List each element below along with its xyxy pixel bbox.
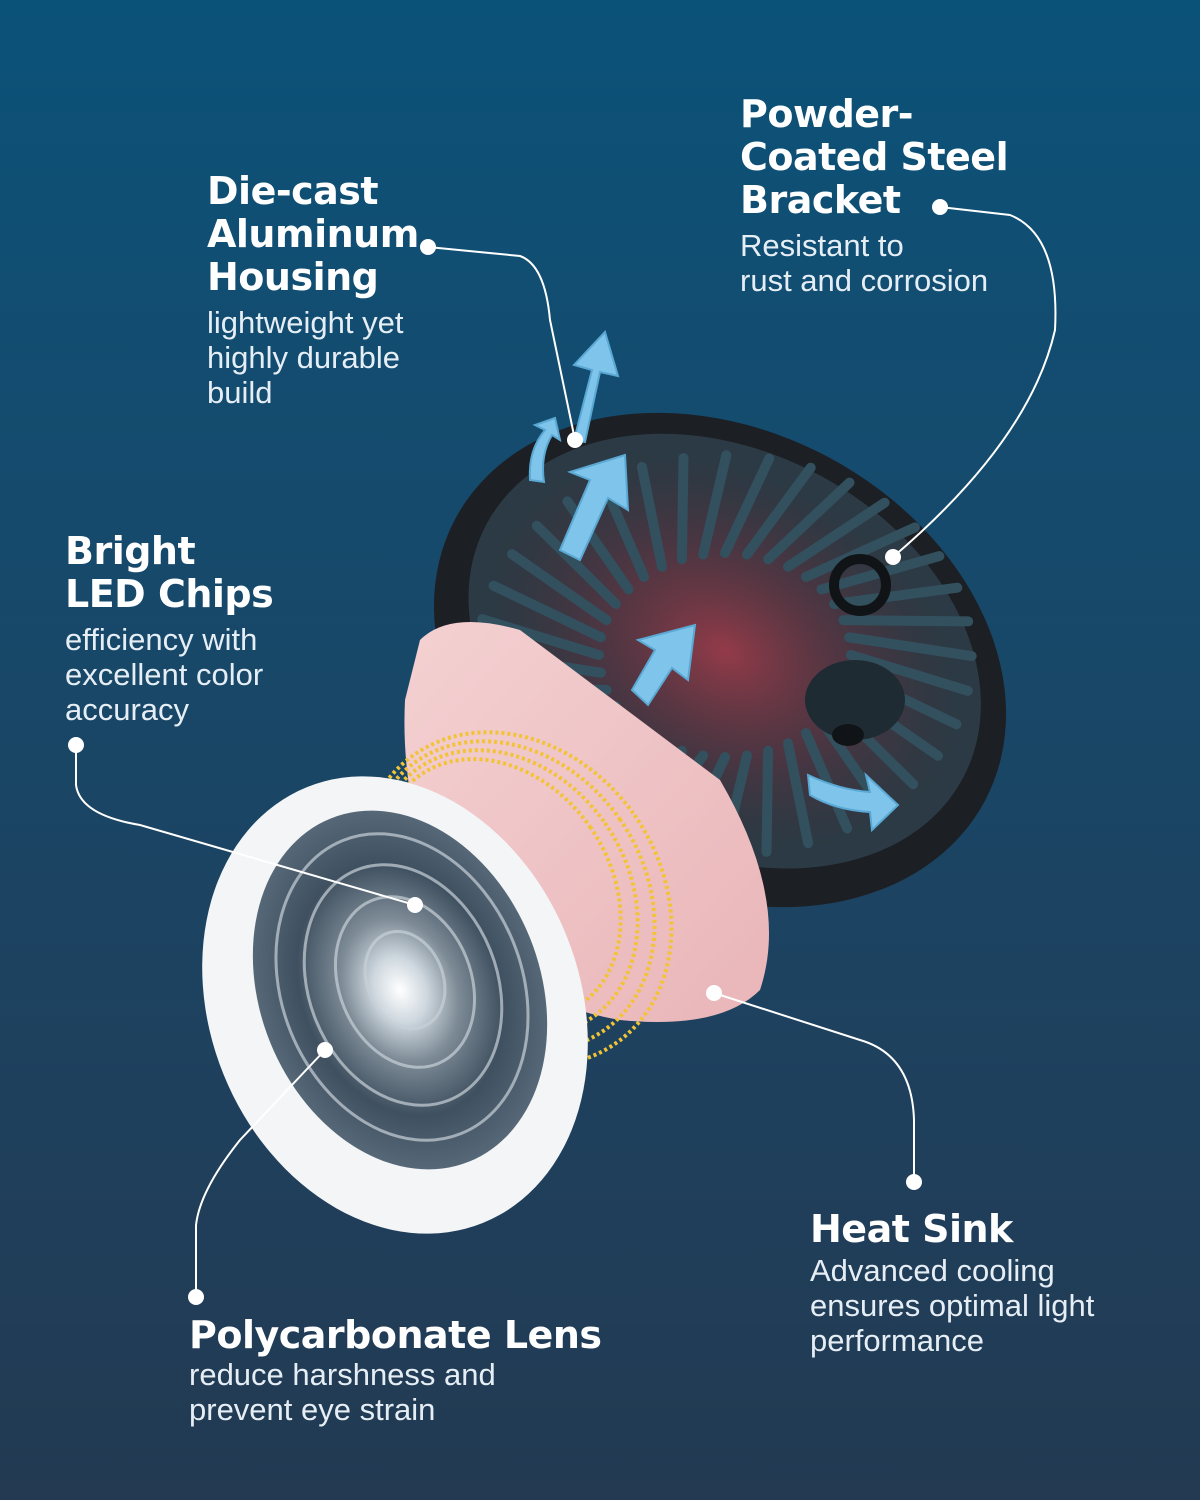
bracket-desc-line: Resistant to [740,228,904,263]
housing-leader-line [427,246,576,441]
housing-callout: Die-cast Aluminum Housing lightweight ye… [207,170,419,411]
airflow-arrow-icon [558,453,630,562]
heat-fin [801,522,920,582]
led-desc-line: excellent color [65,657,264,692]
heat-fin [676,453,689,565]
heatsink-title-line: Heat Sink [810,1207,1013,1251]
airflow-arrow-icon [630,623,697,707]
housing-title-line: Housing [207,255,379,299]
lens-desc-line: prevent eye strain [189,1392,436,1427]
heat-fin [698,450,732,560]
leader-dots [68,199,948,1305]
housing-desc-line: highly durable [207,340,401,375]
lens-callout: Polycarbonate Lens reduce harshness and … [189,1314,602,1428]
led-callout: Bright LED Chips efficiency with excelle… [65,529,274,728]
heatsink-leader-line [713,992,915,1182]
led-leader-line [75,745,416,906]
heat-fin [801,728,853,834]
lens-desc-line: reduce harshness and [189,1357,496,1392]
bracket-title-line: Bracket [740,178,901,222]
heatsink-description: Advanced cooling ensures optimal light p… [810,1253,1094,1358]
bracket-callout: Powder- Coated Steel Bracket Resistant t… [740,92,1009,299]
bracket-title-line: Coated Steel [740,135,1009,179]
bracket-leader-line [892,206,1057,558]
housing-title-line: Aluminum [207,212,419,256]
led-desc-line: efficiency with [65,622,258,657]
lens-leader-line [195,1049,326,1297]
heat-fin [829,582,963,609]
heat-fin [846,650,973,696]
led-description: efficiency with excellent color accuracy [65,622,273,727]
heat-fin [720,453,775,558]
led-desc-line: accuracy [65,692,190,727]
bracket-description: Resistant to rust and corrosion [740,228,1008,298]
lens-title: Polycarbonate Lens [189,1314,602,1357]
housing-desc-line: lightweight yet [207,305,404,340]
housing-title: Die-cast Aluminum Housing [207,170,419,299]
heatsink-desc-line: performance [810,1323,985,1358]
heat-fin [761,745,774,857]
heatsink-desc-line: ensures optimal light [810,1288,1095,1323]
leader-lines [75,206,1057,1297]
bracket-title-line: Powder- [740,92,914,136]
lens-description: reduce harshness and prevent eye strain [189,1357,602,1427]
heat-fin [488,580,606,643]
lens-title-line: Polycarbonate Lens [189,1313,602,1357]
heat-fin [838,615,974,627]
housing-title-line: Die-cast [207,169,379,213]
heat-fin [507,549,612,626]
heat-fin [477,614,604,660]
heatsink-title: Heat Sink [810,1208,1094,1251]
bracket-ring [829,554,891,616]
heat-fin [636,461,667,572]
bracket-desc-line: rust and corrosion [740,263,989,298]
housing-description: lightweight yet highly durable build [207,305,419,410]
heat-fin [783,738,814,849]
heat-fin [741,462,816,560]
lens-shape [202,776,588,1234]
airflow-arrows [528,330,900,833]
led-title-line: Bright [65,529,196,573]
airflow-arrow-icon [528,416,562,484]
led-title-line: LED Chips [65,572,274,616]
heatsink-desc-line: Advanced cooling [810,1253,1055,1288]
airflow-arrow-icon [572,330,620,444]
housing-desc-line: build [207,375,273,410]
bracket-title: Powder- Coated Steel Bracket [740,92,1009,222]
heatsink-callout: Heat Sink Advanced cooling ensures optim… [810,1208,1094,1359]
heat-fin [763,477,855,565]
heat-fin [783,497,890,572]
heat-fin [844,632,977,662]
heat-fin [531,520,621,609]
airflow-arrow-icon [806,772,900,833]
led-title: Bright LED Chips [65,529,274,616]
